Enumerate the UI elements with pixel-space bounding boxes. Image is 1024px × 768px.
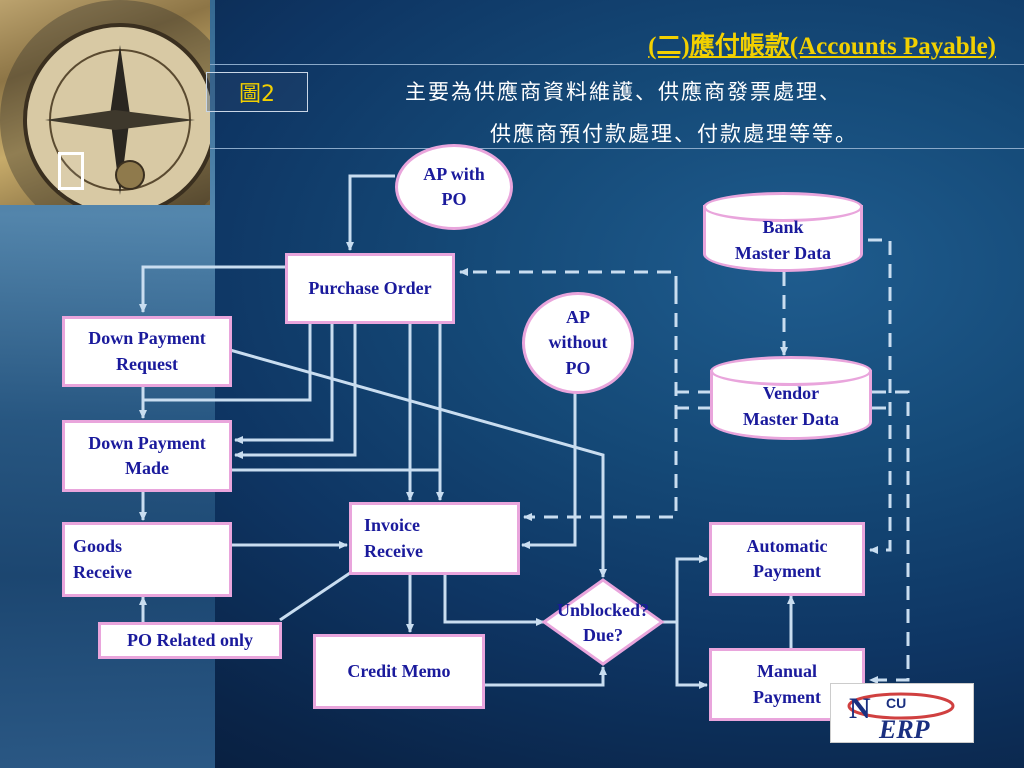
svg-text:CU: CU xyxy=(886,695,906,711)
header-rule-bottom xyxy=(210,148,1024,149)
goods-receive-node: Goods Receive xyxy=(62,522,232,597)
compass-image xyxy=(0,0,240,240)
subtitle-line-2: 供應商預付款處理、付款處理等等。 xyxy=(490,122,858,146)
ap-without-po-node: AP without PO xyxy=(522,292,634,394)
ncu-erp-logo-icon: N CU ERP xyxy=(847,692,955,744)
po-related-only-node: PO Related only xyxy=(98,622,282,659)
page-title: (二)應付帳款(Accounts Payable) xyxy=(648,33,996,60)
unblocked-due-label: Unblocked? Due? xyxy=(556,600,650,646)
svg-text:N: N xyxy=(849,692,871,725)
ncu-erp-logo: N CU ERP xyxy=(830,683,974,744)
automatic-payment-node: Automatic Payment xyxy=(709,522,865,596)
bullet-icon xyxy=(58,152,84,190)
compass-icon xyxy=(0,0,240,240)
figure-tag: 圖2 xyxy=(206,72,308,112)
svg-text:ERP: ERP xyxy=(878,715,931,742)
invoice-receive-node: Invoice Receive xyxy=(349,502,520,575)
down-payment-request-node: Down Payment Request xyxy=(62,316,232,387)
down-payment-made-node: Down Payment Made xyxy=(62,420,232,492)
purchase-order-node: Purchase Order xyxy=(285,253,455,324)
header-rule-top xyxy=(210,64,1024,65)
subtitle-line-1: 主要為供應商資料維護、供應商發票處理、 xyxy=(405,80,842,104)
credit-memo-node: Credit Memo xyxy=(313,634,485,709)
ap-with-po-node: AP with PO xyxy=(395,144,513,230)
